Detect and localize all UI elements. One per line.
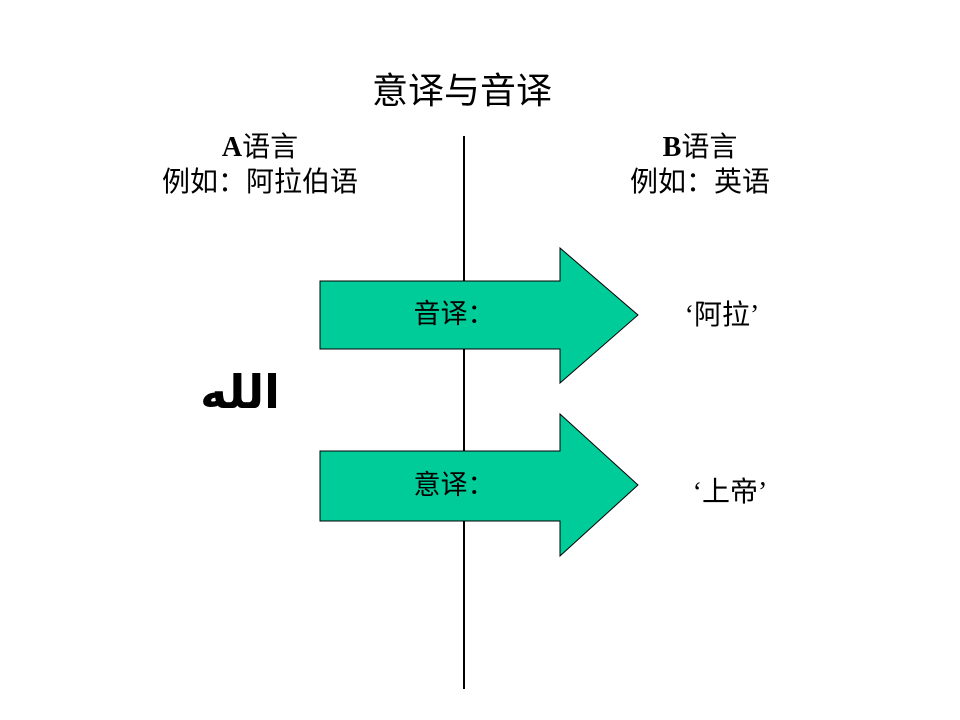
free-translation-result: ‘上帝’ [692, 477, 768, 508]
language-a-label: A语言 [100, 130, 420, 165]
language-b-word: 语言 [681, 130, 738, 163]
language-b-header: B语言 例如：英语 [540, 130, 860, 199]
language-a-example: 例如：阿拉伯语 [161, 165, 358, 198]
transliteration-arrow [319, 246, 639, 385]
free-translation-label: 意译： [413, 470, 495, 501]
transliteration-result: ‘阿拉’ [684, 300, 760, 331]
language-b-label: B语言 [540, 130, 860, 165]
center-divider-line [463, 136, 465, 689]
language-a-word: 语言 [242, 130, 299, 163]
language-b-letter: B [662, 132, 682, 163]
language-b-example: 例如：英语 [629, 165, 770, 198]
free-translation-arrow [319, 412, 639, 558]
language-a-letter: A [221, 132, 243, 163]
transliteration-label: 音译： [413, 299, 495, 330]
arabic-word-allah: الله [200, 365, 280, 419]
language-a-header: A语言 例如：阿拉伯语 [100, 130, 420, 199]
slide-title: 意译与音译 [371, 71, 552, 112]
